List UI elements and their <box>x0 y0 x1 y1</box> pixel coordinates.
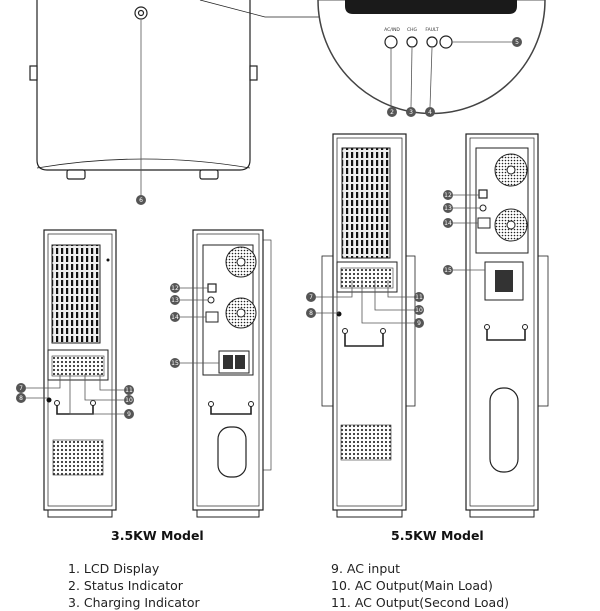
ac-ind-label: AC/IND <box>384 27 400 33</box>
model-35-title: 3.5KW Model <box>111 528 204 543</box>
svg-text:9: 9 <box>417 320 421 327</box>
fault-label: FAULT <box>425 27 438 33</box>
svg-text:4: 4 <box>428 109 432 116</box>
power-switch-icon <box>134 6 148 20</box>
callout-9: 9 <box>414 318 424 328</box>
model-35-front <box>43 229 117 518</box>
svg-text:8: 8 <box>309 310 313 317</box>
callout-8: 8 <box>16 393 26 403</box>
legend-item: 3. Charging Indicator <box>68 595 200 610</box>
callout-4: 4 <box>425 107 435 117</box>
callout-11: 11 <box>124 385 134 395</box>
legend-item: 11. AC Output(Second Load) <box>331 595 510 610</box>
callout-13: 13 <box>443 203 453 213</box>
model-55-front <box>321 133 416 518</box>
callout-7: 7 <box>16 383 26 393</box>
callout-11: 11 <box>414 292 424 302</box>
model-55-title: 5.5KW Model <box>391 528 484 543</box>
svg-text:15: 15 <box>171 360 179 367</box>
svg-text:7: 7 <box>19 385 23 392</box>
model-35-back <box>192 229 272 518</box>
svg-text:3: 3 <box>409 109 413 116</box>
svg-text:15: 15 <box>444 267 452 274</box>
callout-14: 14 <box>443 218 453 228</box>
chg-led-icon <box>406 36 418 48</box>
model-55-back <box>465 133 549 518</box>
svg-text:13: 13 <box>444 205 452 212</box>
svg-text:14: 14 <box>444 220 452 227</box>
legend-left: 1. LCD Display 2. Status Indicator 3. Ch… <box>68 560 200 611</box>
callout-13: 13 <box>170 295 180 305</box>
callout-9: 9 <box>124 409 134 419</box>
legend-right: 9. AC input 10. AC Output(Main Load) 11.… <box>331 560 509 611</box>
callout-12: 12 <box>443 190 453 200</box>
svg-text:7: 7 <box>309 294 313 301</box>
callout-8: 8 <box>306 308 316 318</box>
fault-led-icon <box>426 36 438 48</box>
callout-markers: 2 3 4 5 6 7 8 11 10 9 12 13 14 15 7 8 11 10 9 12 13 14 15 <box>16 37 522 419</box>
svg-text:10: 10 <box>415 307 423 314</box>
chg-label: CHG <box>407 27 418 33</box>
svg-text:2: 2 <box>390 109 394 116</box>
svg-text:6: 6 <box>139 197 143 204</box>
legend-item: 10. AC Output(Main Load) <box>331 578 493 593</box>
legend-item: 2. Status Indicator <box>68 578 183 593</box>
svg-text:10: 10 <box>125 397 133 404</box>
legend-item: 1. LCD Display <box>68 561 160 576</box>
callout-2: 2 <box>387 107 397 117</box>
svg-text:9: 9 <box>127 411 131 418</box>
svg-text:14: 14 <box>171 314 179 321</box>
callout-6: 6 <box>136 195 146 205</box>
svg-text:5: 5 <box>515 39 519 46</box>
legend-item: 9. AC input <box>331 561 401 576</box>
svg-text:8: 8 <box>19 395 23 402</box>
svg-text:11: 11 <box>125 387 133 394</box>
callout-12: 12 <box>170 283 180 293</box>
callout-15: 15 <box>170 358 180 368</box>
callout-3: 3 <box>406 107 416 117</box>
callout-7: 7 <box>306 292 316 302</box>
svg-text:11: 11 <box>415 294 423 301</box>
callout-15: 15 <box>443 265 453 275</box>
svg-text:12: 12 <box>444 192 452 199</box>
callout-10: 10 <box>124 395 134 405</box>
callout-14: 14 <box>170 312 180 322</box>
callout-10: 10 <box>414 305 424 315</box>
svg-text:13: 13 <box>171 297 179 304</box>
svg-text:12: 12 <box>171 285 179 292</box>
control-panel: AC/IND CHG FAULT <box>317 0 546 115</box>
callout-5: 5 <box>512 37 522 47</box>
main-unit <box>29 0 335 180</box>
